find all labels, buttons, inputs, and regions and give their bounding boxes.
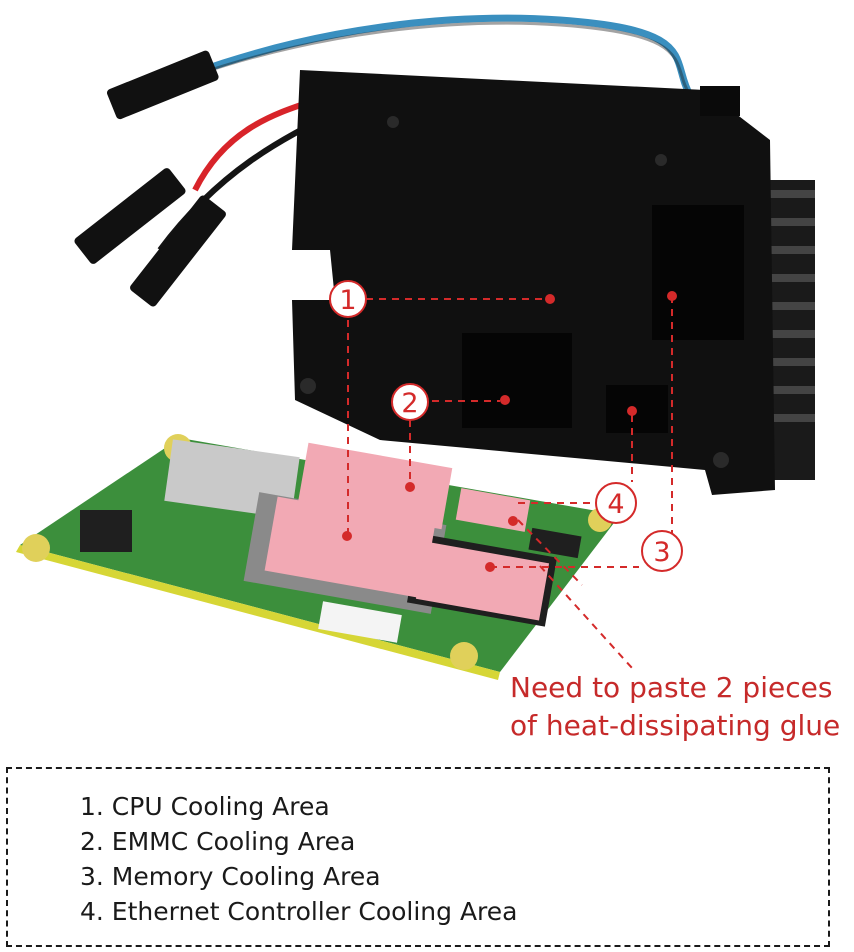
- thermal-pads: [264, 442, 550, 621]
- legend-list: 1. CPU Cooling Area 2. EMMC Cooling Area…: [80, 789, 518, 929]
- product-illustration: 1 2 3 4 Need to paste 2 pieces of heat-d…: [16, 14, 840, 742]
- note-line-2: of heat-dissipating glue: [510, 709, 840, 742]
- callout-lines: [347, 296, 673, 669]
- legend-item-memory: 3. Memory Cooling Area: [80, 862, 381, 891]
- callout-dots: [342, 291, 677, 572]
- callout-marker-3: 3: [641, 530, 683, 572]
- legend-item-emmc: 2. EMMC Cooling Area: [80, 827, 356, 856]
- callout-number-4: 4: [607, 489, 624, 520]
- heatsink-body: [292, 70, 775, 495]
- callout-number-2: 2: [401, 388, 418, 419]
- callout-marker-4: 4: [595, 482, 637, 524]
- legend-item-ethernet: 4. Ethernet Controller Cooling Area: [80, 897, 518, 926]
- callout-marker-1: 1: [329, 280, 367, 318]
- callout-number-3: 3: [653, 537, 670, 568]
- fan-connectors: [74, 50, 226, 307]
- legend-item-cpu: 1. CPU Cooling Area: [80, 792, 330, 821]
- callout-marker-2: 2: [391, 383, 429, 421]
- note-line-1: Need to paste 2 pieces: [510, 671, 832, 704]
- legend-box: 1. CPU Cooling Area 2. EMMC Cooling Area…: [6, 767, 830, 947]
- callout-number-1: 1: [339, 285, 356, 316]
